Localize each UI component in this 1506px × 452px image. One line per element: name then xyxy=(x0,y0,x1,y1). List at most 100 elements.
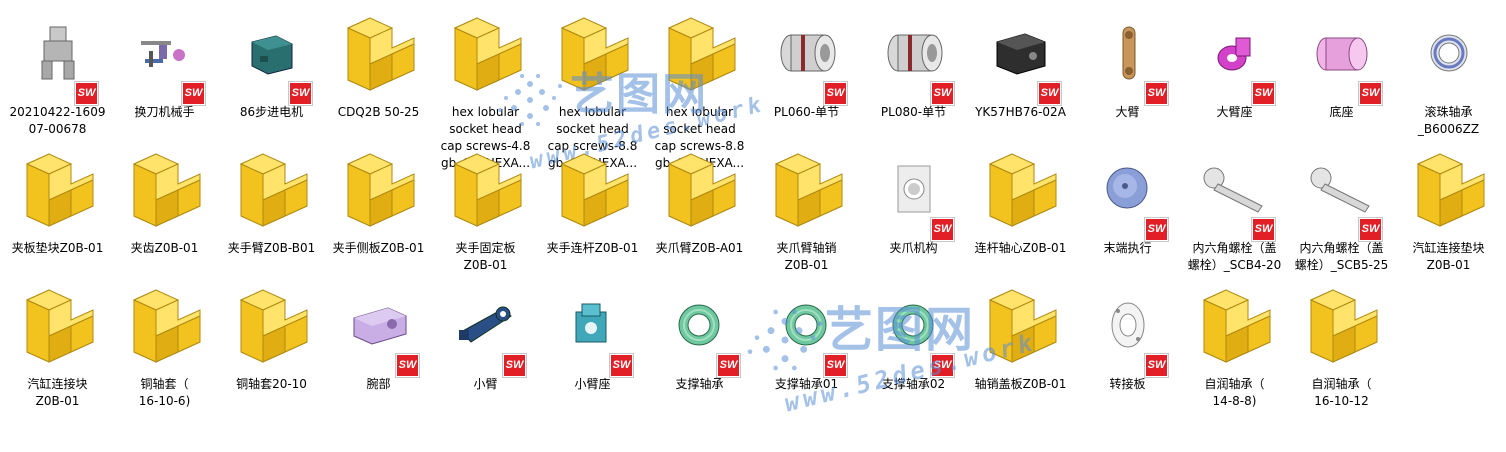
file-item[interactable]: 夹齿Z0B-01 xyxy=(111,140,218,276)
file-name: 内六角螺栓（盖 螺栓）_SCB5-25 xyxy=(1294,241,1389,272)
big-arm-icon xyxy=(1082,8,1174,98)
file-name: 自润轴承（ 16-10-12 xyxy=(1311,377,1372,408)
folder-icon xyxy=(226,144,318,234)
folder-icon xyxy=(333,144,425,234)
file-item[interactable]: 汽缸连接块 Z0B-01 xyxy=(4,276,111,412)
file-item[interactable]: 自润轴承（ 14-8-8) xyxy=(1181,276,1288,412)
file-name: 夹板垫块Z0B-01 xyxy=(11,241,104,255)
socket-bolt-icon xyxy=(1189,144,1281,234)
folder-icon xyxy=(761,144,853,234)
support-bearing-icon xyxy=(868,280,960,370)
plate-assembly-icon xyxy=(868,144,960,234)
file-name: 夹手臂Z0B-B01 xyxy=(227,241,316,255)
file-name: 20210422-1609 07-00678 xyxy=(9,105,106,136)
file-item[interactable]: 夹手臂Z0B-B01 xyxy=(218,140,325,276)
solidworks-badge-icon: SW xyxy=(75,82,98,105)
solidworks-badge-icon: SW xyxy=(1252,82,1275,105)
file-item[interactable]: 连杆轴心Z0B-01 xyxy=(967,140,1074,276)
file-item[interactable]: 夹手固定板 Z0B-01 xyxy=(432,140,539,276)
wrist-block-icon xyxy=(333,280,425,370)
file-name: 夹齿Z0B-01 xyxy=(130,241,199,255)
folder-icon xyxy=(1189,280,1281,370)
robot-arm-assembly-icon xyxy=(119,8,211,98)
end-effector-disc-icon xyxy=(1082,144,1174,234)
solidworks-badge-icon: SW xyxy=(824,82,847,105)
folder-icon xyxy=(975,280,1067,370)
solidworks-badge-icon: SW xyxy=(396,354,419,377)
socket-bolt-icon xyxy=(1296,144,1388,234)
file-item[interactable]: 夹手连杆Z0B-01 xyxy=(539,140,646,276)
folder-icon xyxy=(1403,144,1495,234)
file-item[interactable]: 滚珠轴承 _B6006ZZ xyxy=(1395,4,1502,140)
folder-icon xyxy=(975,144,1067,234)
file-item[interactable]: 铜轴套（ 16-10-6) xyxy=(111,276,218,412)
file-item[interactable]: 铜轴套20-10 xyxy=(218,276,325,412)
file-name: 末端执行 xyxy=(1103,241,1152,255)
solidworks-badge-icon: SW xyxy=(931,354,954,377)
file-item[interactable]: 夹板垫块Z0B-01 xyxy=(4,140,111,276)
file-name: 轴销盖板Z0B-01 xyxy=(974,377,1067,391)
file-item[interactable]: 自润轴承（ 16-10-12 xyxy=(1288,276,1395,412)
small-arm-icon xyxy=(440,280,532,370)
file-name: 夹手连杆Z0B-01 xyxy=(546,241,639,255)
file-name: 铜轴套（ 16-10-6) xyxy=(138,377,191,408)
file-item[interactable]: 夹手侧板Z0B-01 xyxy=(325,140,432,276)
arm-seat-icon xyxy=(1189,8,1281,98)
file-item[interactable]: 轴销盖板Z0B-01 xyxy=(967,276,1074,412)
file-name: 支撑轴承 xyxy=(675,377,724,391)
file-item[interactable]: 汽缸连接垫块 Z0B-01 xyxy=(1395,140,1502,276)
file-item[interactable]: CDQ2B 50-25 xyxy=(325,4,432,140)
solidworks-badge-icon: SW xyxy=(931,82,954,105)
folder-icon xyxy=(547,8,639,98)
solidworks-badge-icon: SW xyxy=(1359,82,1382,105)
folder-icon xyxy=(119,144,211,234)
folder-icon xyxy=(440,8,532,98)
file-item[interactable]: hex lobular socket head cap screws-8.8 g… xyxy=(539,4,646,170)
folder-icon xyxy=(226,280,318,370)
folder-icon xyxy=(12,144,104,234)
file-name: 夹爪机构 xyxy=(889,241,938,255)
file-name: 滚珠轴承 _B6006ZZ xyxy=(1417,105,1480,136)
solidworks-badge-icon: SW xyxy=(824,354,847,377)
file-item[interactable]: hex lobular socket head cap screws-4.8 g… xyxy=(432,4,539,170)
folder-icon xyxy=(119,280,211,370)
gearbox-icon xyxy=(761,8,853,98)
file-item[interactable]: 夹爪臂Z0B-A01 xyxy=(646,140,753,276)
file-name: 转接板 xyxy=(1109,377,1146,391)
file-name: hex lobular socket head cap screws-4.8 g… xyxy=(440,105,531,170)
file-item[interactable]: hex lobular socket head cap screws-8.8 g… xyxy=(646,4,753,170)
file-name: 大臂座 xyxy=(1216,105,1253,119)
file-name: CDQ2B 50-25 xyxy=(337,105,420,119)
file-name: 小臂座 xyxy=(574,377,611,391)
base-cylinder-icon xyxy=(1296,8,1388,98)
solidworks-badge-icon: SW xyxy=(1359,218,1382,241)
file-name: 夹爪臂Z0B-A01 xyxy=(655,241,744,255)
solidworks-badge-icon: SW xyxy=(717,354,740,377)
solidworks-badge-icon: SW xyxy=(610,354,633,377)
solidworks-badge-icon: SW xyxy=(182,82,205,105)
folder-icon xyxy=(654,144,746,234)
file-item[interactable]: 夹爪臂轴销 Z0B-01 xyxy=(753,140,860,276)
file-name: hex lobular socket head cap screws-8.8 g… xyxy=(654,105,745,170)
support-bearing-icon xyxy=(654,280,746,370)
